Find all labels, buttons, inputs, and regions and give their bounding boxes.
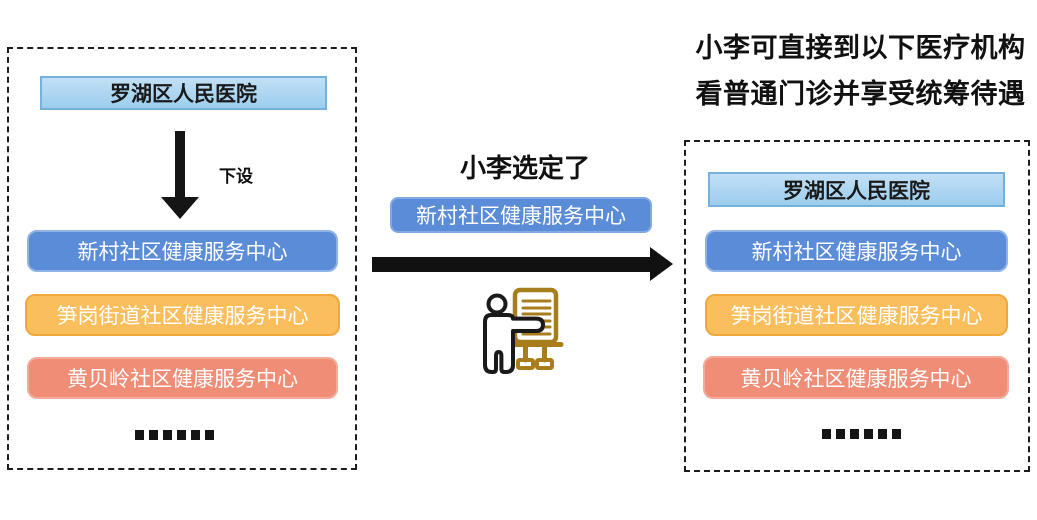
center-box-xincun-right: 新村社区健康服务中心 bbox=[705, 230, 1008, 272]
center-label: 新村社区健康服务中心 bbox=[751, 240, 962, 264]
selection-caption: 小李选定了 bbox=[459, 154, 590, 184]
ellipsis-dots-left: ...... bbox=[135, 430, 214, 440]
hospital-box-left: 罗湖区人民医院 bbox=[40, 76, 327, 110]
right-arrow-head-icon bbox=[650, 247, 673, 281]
benefit-heading-line2: 看普通门诊并享受统筹待遇 bbox=[695, 79, 1026, 110]
center-label: 笋岗街道社区健康服务中心 bbox=[56, 304, 309, 328]
presenter-at-whiteboard-icon bbox=[483, 287, 564, 374]
hospital-label: 罗湖区人民医院 bbox=[783, 178, 930, 203]
right-arrow-icon bbox=[372, 257, 650, 272]
selected-center-pill: 新村社区健康服务中心 bbox=[390, 197, 652, 233]
center-box-sungang-left: 笋岗街道社区健康服务中心 bbox=[25, 294, 340, 336]
whiteboard-icon bbox=[507, 287, 564, 370]
subordinate-label: 下设 bbox=[219, 167, 253, 187]
ellipsis-dots-right: ...... bbox=[822, 429, 901, 439]
benefit-heading-line1: 小李可直接到以下医疗机构 bbox=[695, 33, 1026, 64]
center-label: 黄贝岭社区健康服务中心 bbox=[67, 367, 298, 391]
center-box-huangbeiling-right: 黄贝岭社区健康服务中心 bbox=[703, 356, 1009, 399]
center-box-xincun-left: 新村社区健康服务中心 bbox=[27, 230, 338, 272]
center-label: 笋岗街道社区健康服务中心 bbox=[730, 304, 983, 328]
down-arrow-head-icon bbox=[161, 197, 199, 219]
hospital-label: 罗湖区人民医院 bbox=[110, 82, 257, 106]
selected-center-label: 新村社区健康服务中心 bbox=[416, 204, 626, 228]
hospital-structure-panel bbox=[7, 47, 357, 470]
center-label: 黄贝岭社区健康服务中心 bbox=[740, 366, 972, 391]
down-arrow-icon bbox=[175, 131, 185, 199]
eligible-institutions-panel bbox=[684, 140, 1030, 472]
center-box-huangbeiling-left: 黄贝岭社区健康服务中心 bbox=[27, 357, 338, 399]
person-icon bbox=[483, 293, 545, 374]
center-box-sungang-right: 笋岗街道社区健康服务中心 bbox=[705, 294, 1008, 336]
center-label: 新村社区健康服务中心 bbox=[77, 240, 288, 264]
hospital-box-right: 罗湖区人民医院 bbox=[708, 172, 1005, 207]
benefit-heading: 小李可直接到以下医疗机构 看普通门诊并享受统筹待遇 bbox=[684, 26, 1037, 118]
